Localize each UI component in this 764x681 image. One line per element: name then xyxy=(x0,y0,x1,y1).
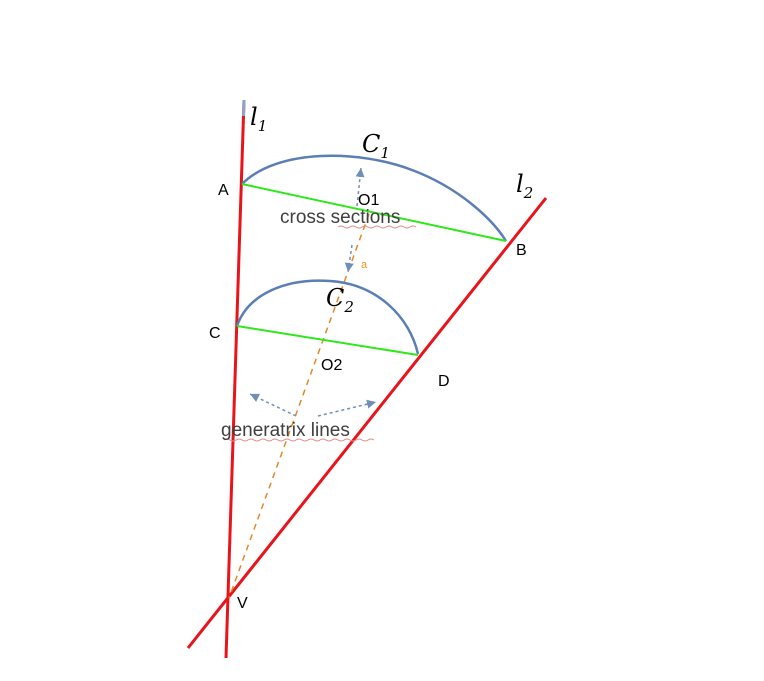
point-label-c: C xyxy=(209,325,221,342)
cross-sections-text: cross sections xyxy=(280,207,400,228)
point-label-d: D xyxy=(438,373,450,390)
curve-c2 xyxy=(235,279,420,355)
l1-top-tip xyxy=(242,99,246,117)
generatrix-arrow-left xyxy=(249,393,297,417)
generatrix-arrow-right xyxy=(317,399,377,417)
cross-section-cd xyxy=(236,325,419,356)
point-label-a: A xyxy=(218,182,229,199)
point-label-v: V xyxy=(237,595,248,612)
cross-sections-underline xyxy=(337,225,417,229)
cross-section-ab xyxy=(241,183,507,242)
axis-label-a: a xyxy=(361,259,368,271)
curve-c1 xyxy=(241,154,508,242)
cone-axis xyxy=(228,213,370,599)
label-l2: l2 xyxy=(516,170,533,202)
generatrix-line-l2 xyxy=(186,197,548,649)
label-c2: C2 xyxy=(326,284,354,316)
label-l1: l1 xyxy=(250,103,267,135)
point-label-o1: O1 xyxy=(358,192,379,209)
axis-arrow-up xyxy=(355,167,365,207)
generatrix-line-l1 xyxy=(224,99,246,659)
point-label-b: B xyxy=(516,242,527,259)
generatrix-lines-underline xyxy=(223,438,375,442)
generatrix-lines-text: generatrix lines xyxy=(221,420,350,441)
label-c1: C1 xyxy=(362,130,390,162)
point-label-o2: O2 xyxy=(321,357,342,374)
axis-arrow-down xyxy=(344,244,354,273)
